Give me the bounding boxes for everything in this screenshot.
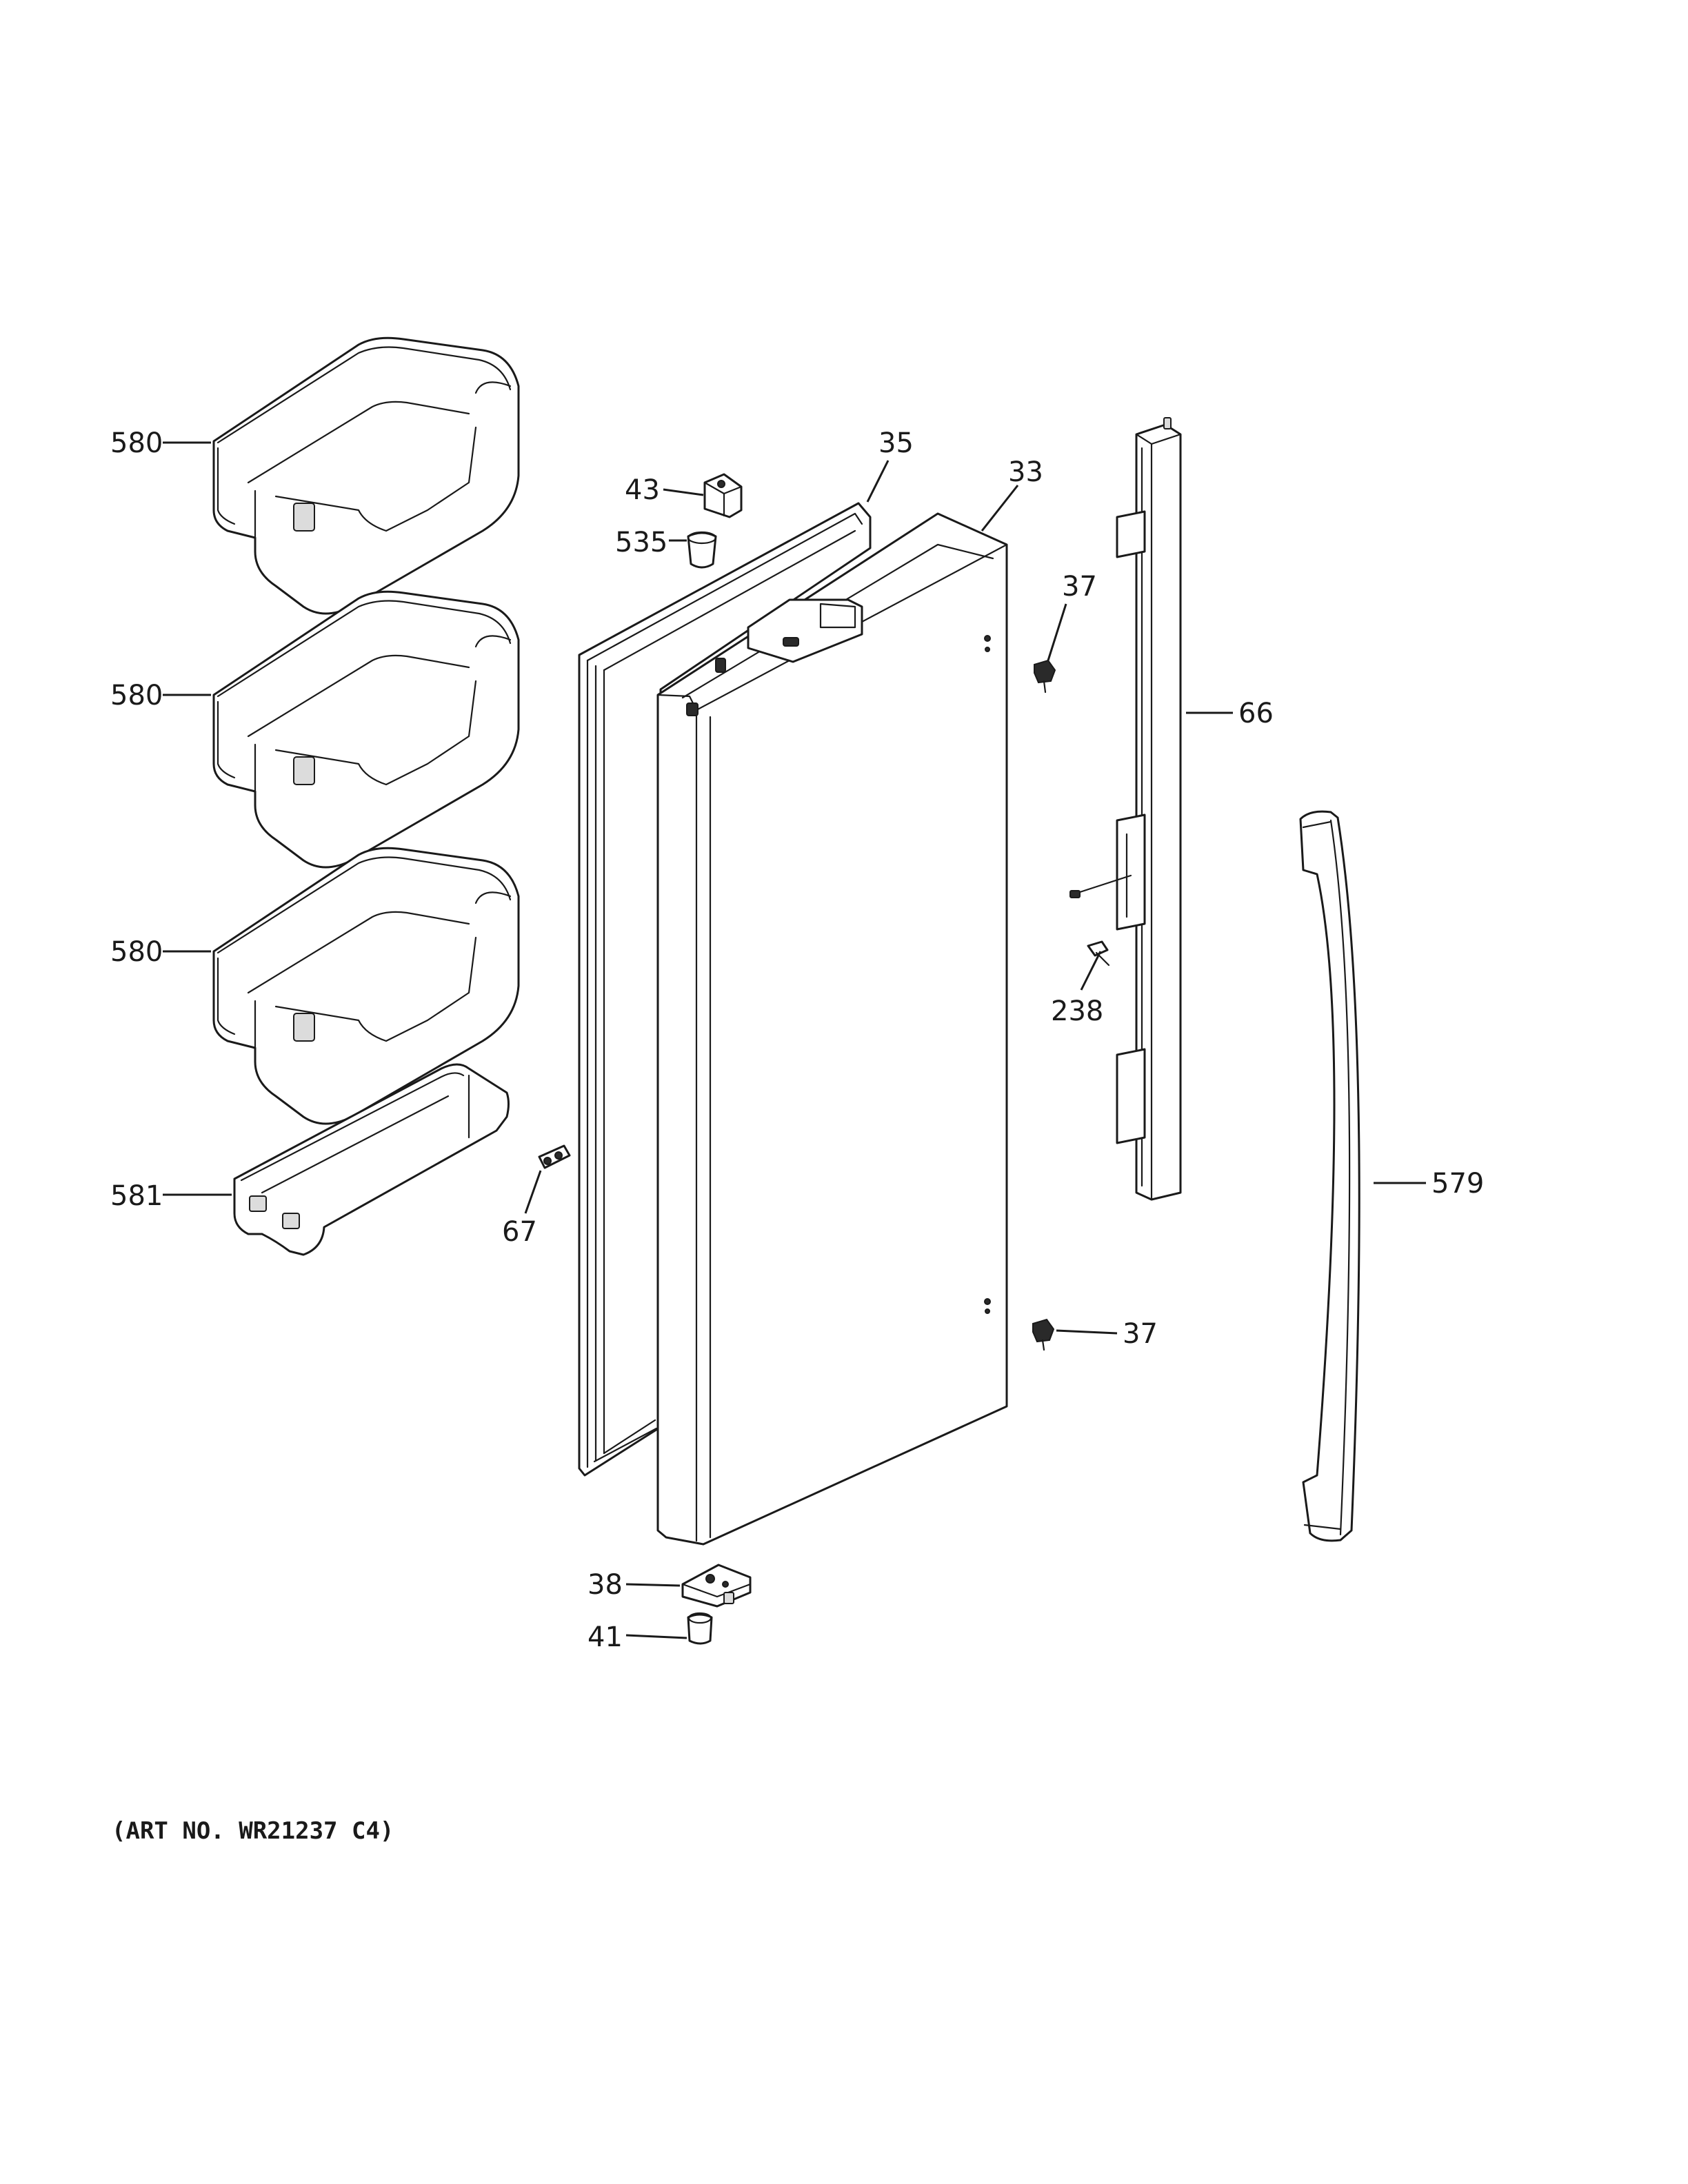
clip-part	[538, 1144, 571, 1169]
callout-screw-upper: 37	[1062, 571, 1097, 603]
callout-hinge-block: 43	[625, 474, 660, 506]
callout-bin-middle: 580	[110, 680, 163, 711]
door-panel	[656, 512, 1008, 1546]
callout-door: 33	[1008, 456, 1043, 488]
callout-bin-top: 580	[110, 427, 163, 459]
callout-bottom-hinge: 38	[587, 1569, 623, 1601]
bottom-bushing	[687, 1612, 713, 1645]
screw-lower	[1032, 1318, 1055, 1351]
screw-upper	[1034, 659, 1056, 694]
callout-handle: 579	[1431, 1168, 1484, 1200]
door-handle	[1299, 810, 1360, 1542]
shallow-door-bin	[233, 1063, 510, 1256]
hinge-block	[703, 473, 743, 518]
callout-gasket: 35	[878, 427, 914, 459]
callout-screw-lower: 37	[1123, 1318, 1158, 1350]
callout-bushing-top: 535	[615, 527, 667, 558]
door-gasket	[578, 502, 872, 1477]
door-bin-middle	[212, 590, 520, 869]
door-bin-top	[212, 336, 520, 615]
callout-bin-lower: 580	[110, 936, 163, 968]
door-bin-lower	[212, 847, 520, 1125]
top-bushing	[687, 531, 717, 569]
callout-trim: 66	[1238, 698, 1274, 729]
callout-clip: 67	[502, 1216, 537, 1248]
leader-lines	[163, 441, 1426, 1639]
bottom-hinge	[681, 1564, 752, 1608]
callout-labels: 580 580 580 581 35 33 43 535 37 66 238 3…	[110, 427, 1484, 1653]
callout-bottom-bushing: 41	[587, 1621, 623, 1653]
callout-screw-238: 238	[1051, 995, 1103, 1027]
callout-bin-shallow: 581	[110, 1180, 163, 1212]
art-number: (ART NO. WR21237 C4)	[112, 1817, 394, 1845]
door-trim	[1069, 417, 1182, 1201]
